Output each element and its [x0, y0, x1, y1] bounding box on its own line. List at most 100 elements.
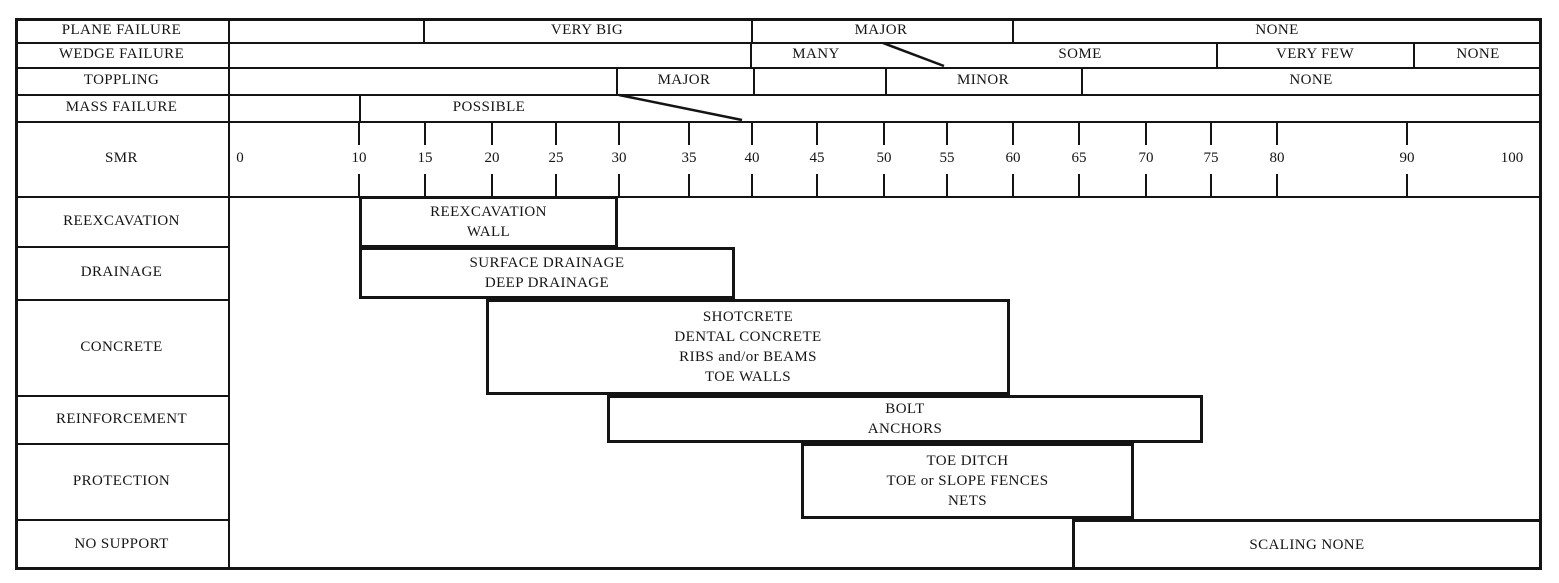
support-box-protection: TOE DITCH TOE or SLOPE FENCES NETS	[801, 443, 1134, 519]
zone-plane-very-big: VERY BIG	[550, 21, 624, 38]
support-box-concrete: SHOTCRETE DENTAL CONCRETE RIBS and/or BE…	[486, 299, 1010, 395]
grid-line	[15, 67, 1542, 69]
axis-tick-30	[618, 121, 620, 145]
axis-tick-20	[491, 121, 493, 145]
axis-number-80: 80	[1269, 150, 1285, 166]
zone-wedge-very-few: VERY FEW	[1275, 46, 1355, 62]
grid-line	[15, 121, 1542, 123]
row-label-drainage: DRAINAGE	[80, 264, 163, 280]
axis-number-35: 35	[681, 150, 697, 166]
row-label-no-support: NO SUPPORT	[74, 536, 169, 552]
zone-plane-major: MAJOR	[854, 21, 908, 38]
grid-line	[15, 42, 1542, 44]
zone-toppling-none: NONE	[1289, 72, 1333, 88]
label-grid-line	[15, 246, 228, 248]
axis-tick-55	[946, 121, 948, 145]
grid-line	[15, 94, 1542, 96]
zone-plane-none: NONE	[1255, 21, 1299, 38]
axis-number-100: 100	[1500, 150, 1524, 166]
axis-number-15: 15	[417, 150, 433, 166]
axis-tick-10	[358, 174, 360, 196]
zone-divider	[885, 67, 887, 94]
axis-tick-40	[751, 174, 753, 196]
row-label-protection: PROTECTION	[72, 472, 171, 489]
support-box-drainage: SURFACE DRAINAGE DEEP DRAINAGE	[359, 247, 735, 299]
axis-number-75: 75	[1203, 150, 1219, 166]
zone-divider	[1012, 18, 1014, 42]
axis-tick-90	[1406, 174, 1408, 196]
zone-mass-possible: POSSIBLE	[452, 99, 526, 115]
axis-tick-35	[688, 121, 690, 145]
axis-number-40: 40	[744, 150, 760, 166]
support-box-reinforcement: BOLT ANCHORS	[607, 395, 1203, 443]
axis-tick-35	[688, 174, 690, 196]
label-grid-line	[15, 395, 228, 397]
support-box-reexcavation: REEXCAVATION WALL	[359, 196, 618, 248]
row-label-wedge-failure: WEDGE FAILURE	[58, 46, 185, 62]
support-box-no-support: SCALING NONE	[1072, 519, 1542, 570]
row-label-reexcavation: REEXCAVATION	[63, 212, 180, 229]
axis-tick-45	[816, 121, 818, 145]
axis-tick-20	[491, 174, 493, 196]
row-label-mass-failure: MASS FAILURE	[65, 99, 178, 115]
label-column-divider	[228, 18, 230, 570]
zone-toppling-minor: MINOR	[956, 72, 1010, 88]
axis-number-55: 55	[939, 150, 955, 166]
zone-divider	[359, 94, 361, 121]
zone-divider	[750, 42, 752, 67]
axis-number-60: 60	[1005, 150, 1021, 166]
axis-tick-45	[816, 174, 818, 196]
axis-tick-50	[883, 174, 885, 196]
axis-number-70: 70	[1138, 150, 1154, 166]
zone-divider	[423, 18, 425, 42]
axis-tick-80	[1276, 174, 1278, 196]
axis-tick-60	[1012, 174, 1014, 196]
grid-line	[15, 196, 1542, 198]
axis-tick-65	[1078, 121, 1080, 145]
label-grid-line	[15, 299, 228, 301]
label-grid-line	[15, 519, 228, 521]
row-label-concrete: CONCRETE	[80, 338, 163, 355]
axis-tick-65	[1078, 174, 1080, 196]
zone-wedge-some: SOME	[1058, 46, 1102, 62]
axis-tick-90	[1406, 121, 1408, 145]
axis-tick-75	[1210, 121, 1212, 145]
row-label-toppling: TOPPLING	[83, 72, 160, 88]
axis-tick-30	[618, 174, 620, 196]
axis-tick-10	[358, 121, 360, 145]
row-label-smr: SMR	[105, 150, 138, 166]
axis-tick-75	[1210, 174, 1212, 196]
zone-wedge-none: NONE	[1456, 46, 1500, 62]
row-label-plane-failure: PLANE FAILURE	[61, 21, 182, 38]
axis-tick-15	[424, 174, 426, 196]
zone-divider	[1081, 67, 1083, 94]
zone-wedge-many: MANY	[792, 46, 840, 62]
axis-number-20: 20	[484, 150, 500, 166]
zone-divider	[1413, 42, 1415, 67]
zone-divider	[753, 67, 755, 94]
axis-number-50: 50	[876, 150, 892, 166]
axis-number-30: 30	[611, 150, 627, 166]
chart-outer-border	[15, 18, 1542, 570]
axis-tick-25	[555, 121, 557, 145]
axis-number-45: 45	[809, 150, 825, 166]
axis-number-25: 25	[548, 150, 564, 166]
axis-tick-70	[1145, 174, 1147, 196]
axis-tick-55	[946, 174, 948, 196]
axis-tick-40	[751, 121, 753, 145]
axis-number-10: 10	[351, 150, 367, 166]
zone-toppling-major: MAJOR	[657, 72, 711, 88]
zone-divider	[1216, 42, 1218, 67]
axis-tick-50	[883, 121, 885, 145]
row-label-reinforcement: REINFORCEMENT	[55, 410, 188, 427]
axis-tick-70	[1145, 121, 1147, 145]
axis-number-65: 65	[1071, 150, 1087, 166]
axis-number-0: 0	[236, 150, 244, 166]
axis-tick-15	[424, 121, 426, 145]
label-grid-line	[15, 443, 228, 445]
zone-divider	[616, 67, 618, 94]
zone-divider	[751, 18, 753, 42]
axis-tick-60	[1012, 121, 1014, 145]
